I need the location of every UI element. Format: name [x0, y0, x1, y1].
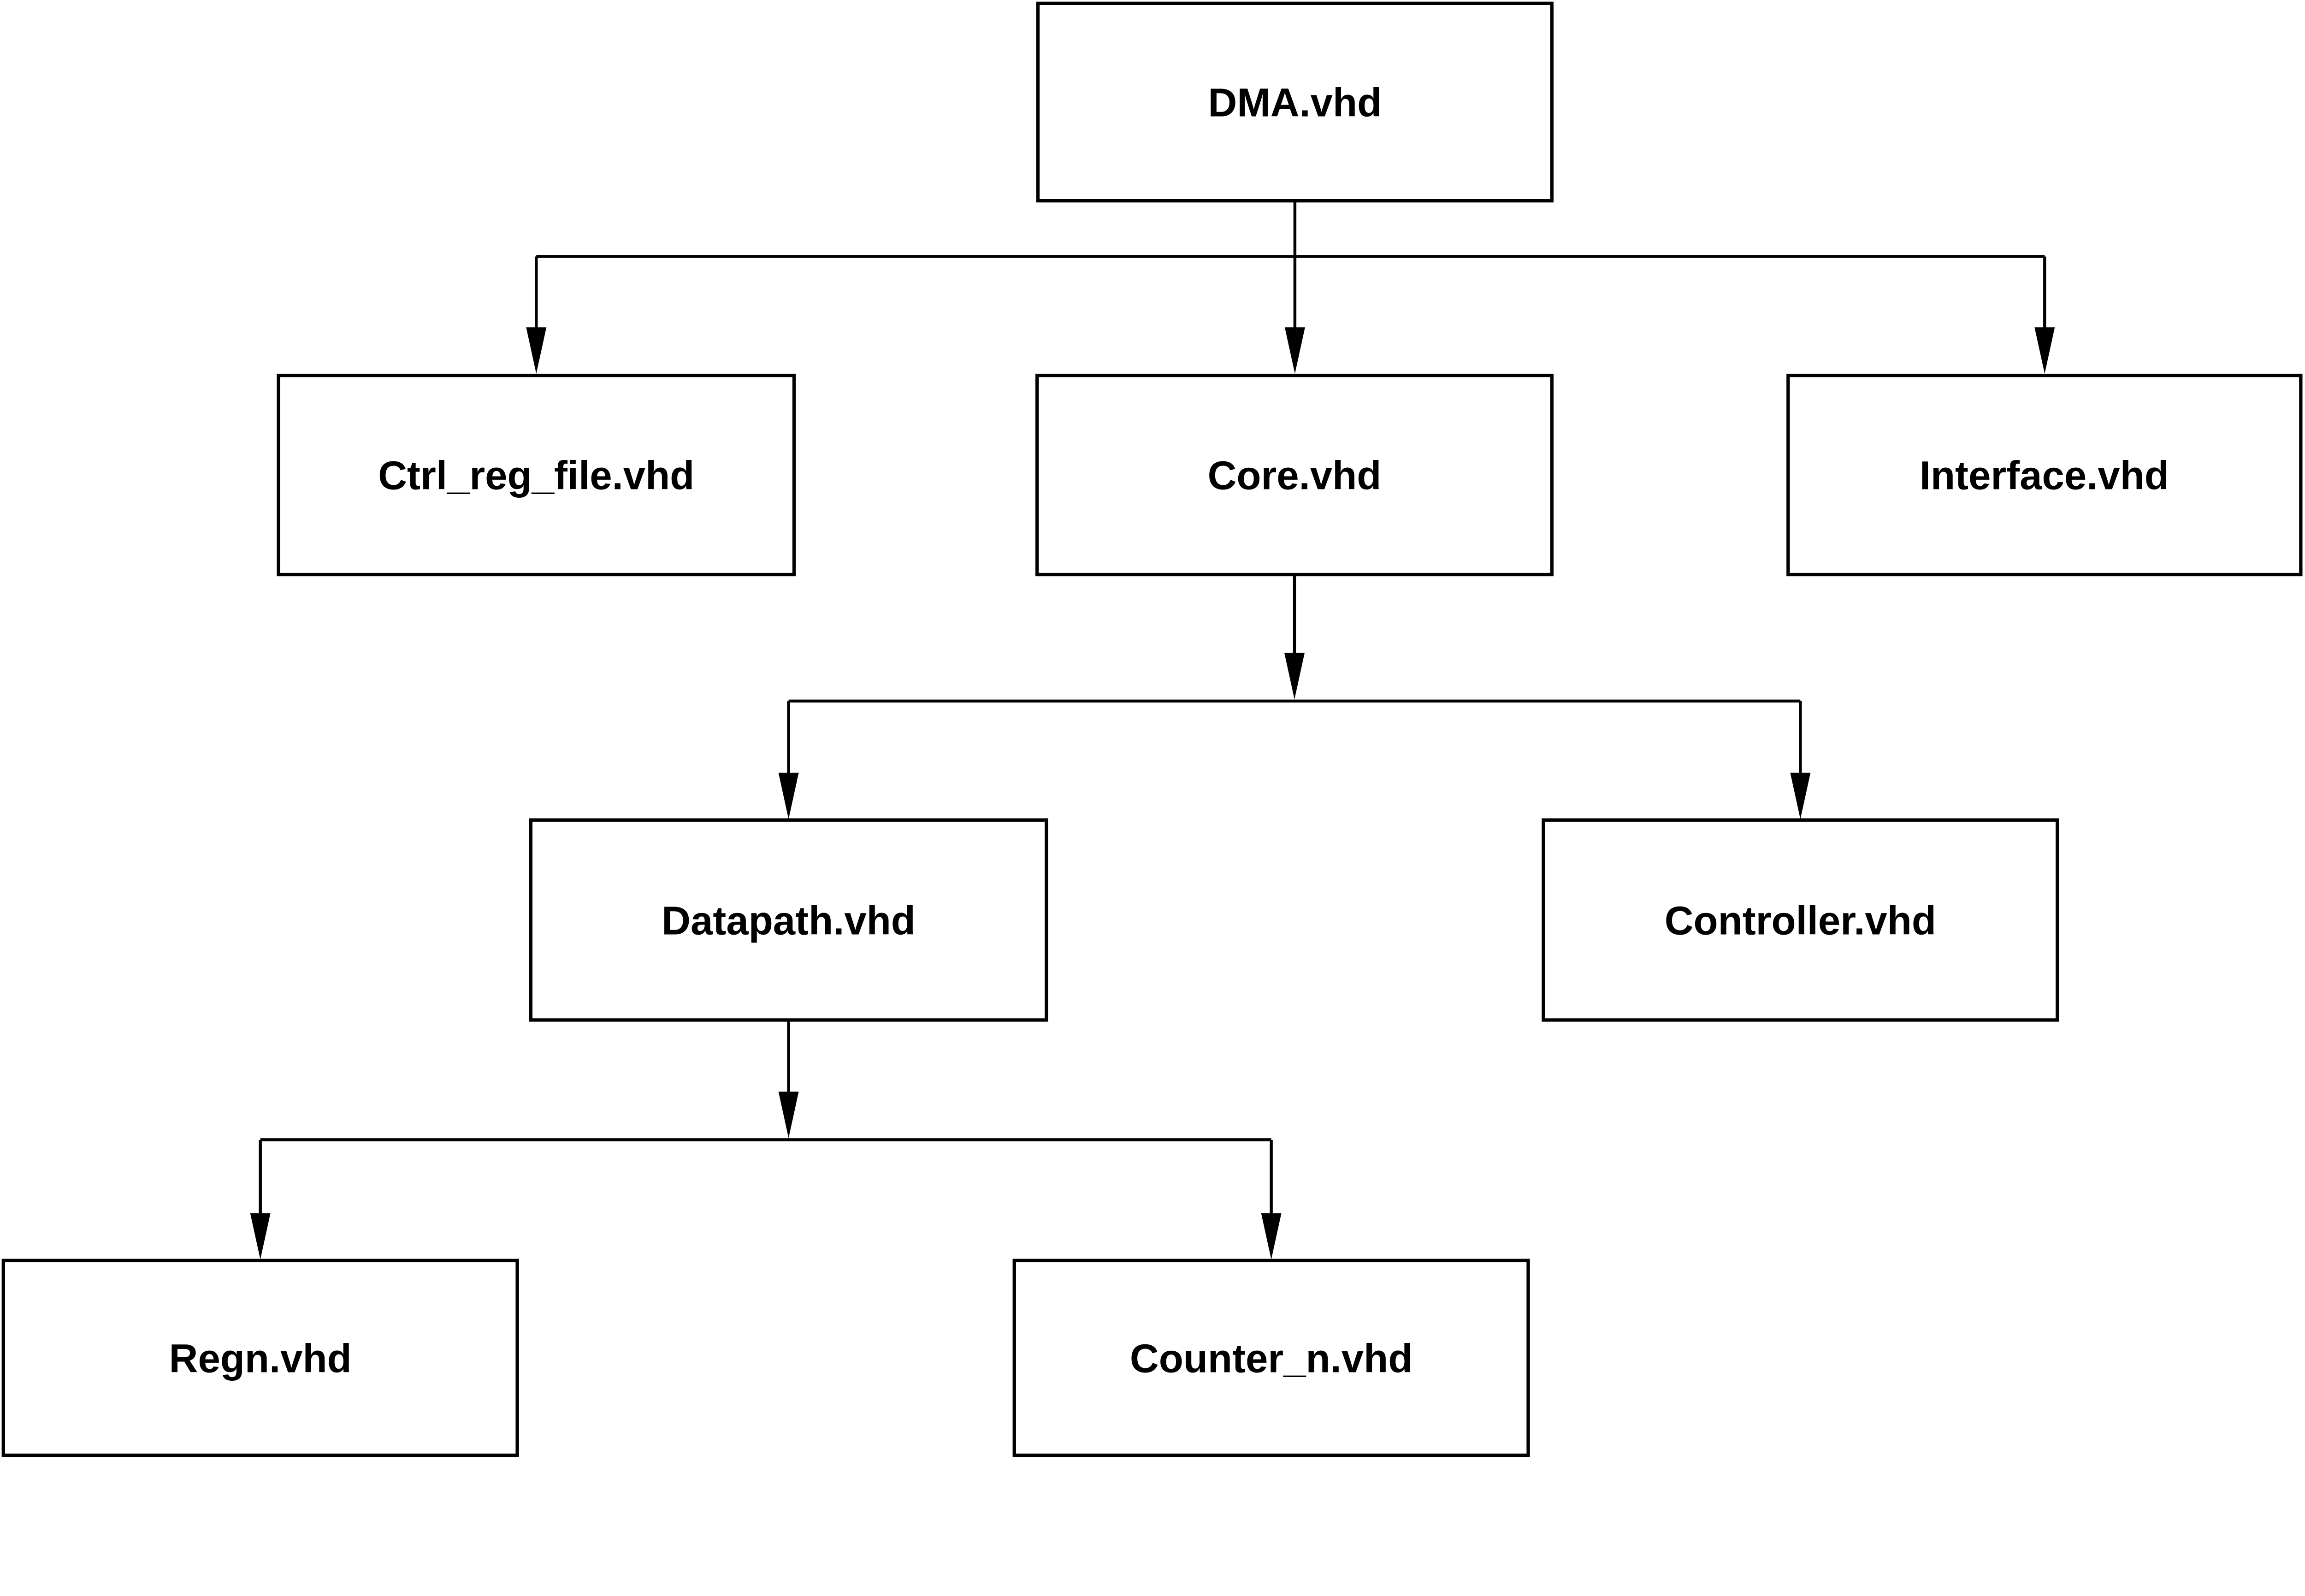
- arrowhead-into-datapath: [778, 772, 799, 819]
- node-interface-box: [1786, 373, 2303, 577]
- node-datapath-box: [529, 818, 1048, 1022]
- diagram-stage: DMA.vhd Ctrl_reg_file.vhd Core.vhd Inter…: [0, 0, 2305, 1461]
- node-regn-label: Regn.vhd: [169, 1336, 352, 1381]
- node-dma-label: DMA.vhd: [1208, 81, 1382, 125]
- node-datapath-label: Datapath.vhd: [662, 898, 916, 943]
- arrowhead-into-controller: [1790, 772, 1811, 819]
- node-core-label: Core.vhd: [1208, 453, 1382, 498]
- node-controller-label: Controller.vhd: [1665, 898, 1936, 943]
- node-counter-n-box: [1012, 1259, 1530, 1457]
- canvas-background: [0, 0, 2305, 1461]
- node-core-box: [1035, 373, 1554, 577]
- node-interface-label: Interface.vhd: [1920, 453, 2169, 498]
- node-dma-box: [1036, 1, 1554, 203]
- node-ctrl-reg-file-box: [277, 373, 796, 577]
- arrowhead-core-rail-junction: [1284, 653, 1305, 700]
- arrowhead-datapath-rail-junction: [778, 1091, 799, 1138]
- arrowhead-into-regn: [250, 1213, 271, 1260]
- arrowhead-into-counter-n: [1261, 1213, 1282, 1260]
- node-counter-n-label: Counter_n.vhd: [1130, 1336, 1413, 1381]
- arrowhead-into-interface: [2034, 327, 2055, 374]
- file-hierarchy-diagram: DMA.vhd Ctrl_reg_file.vhd Core.vhd Inter…: [0, 0, 2305, 1461]
- node-regn-box: [1, 1259, 519, 1457]
- node-controller-box: [1542, 818, 2059, 1022]
- arrowhead-into-ctrl-reg-file: [526, 327, 547, 374]
- arrowhead-into-core: [1284, 327, 1305, 374]
- node-ctrl-reg-file-label: Ctrl_reg_file.vhd: [378, 453, 694, 498]
